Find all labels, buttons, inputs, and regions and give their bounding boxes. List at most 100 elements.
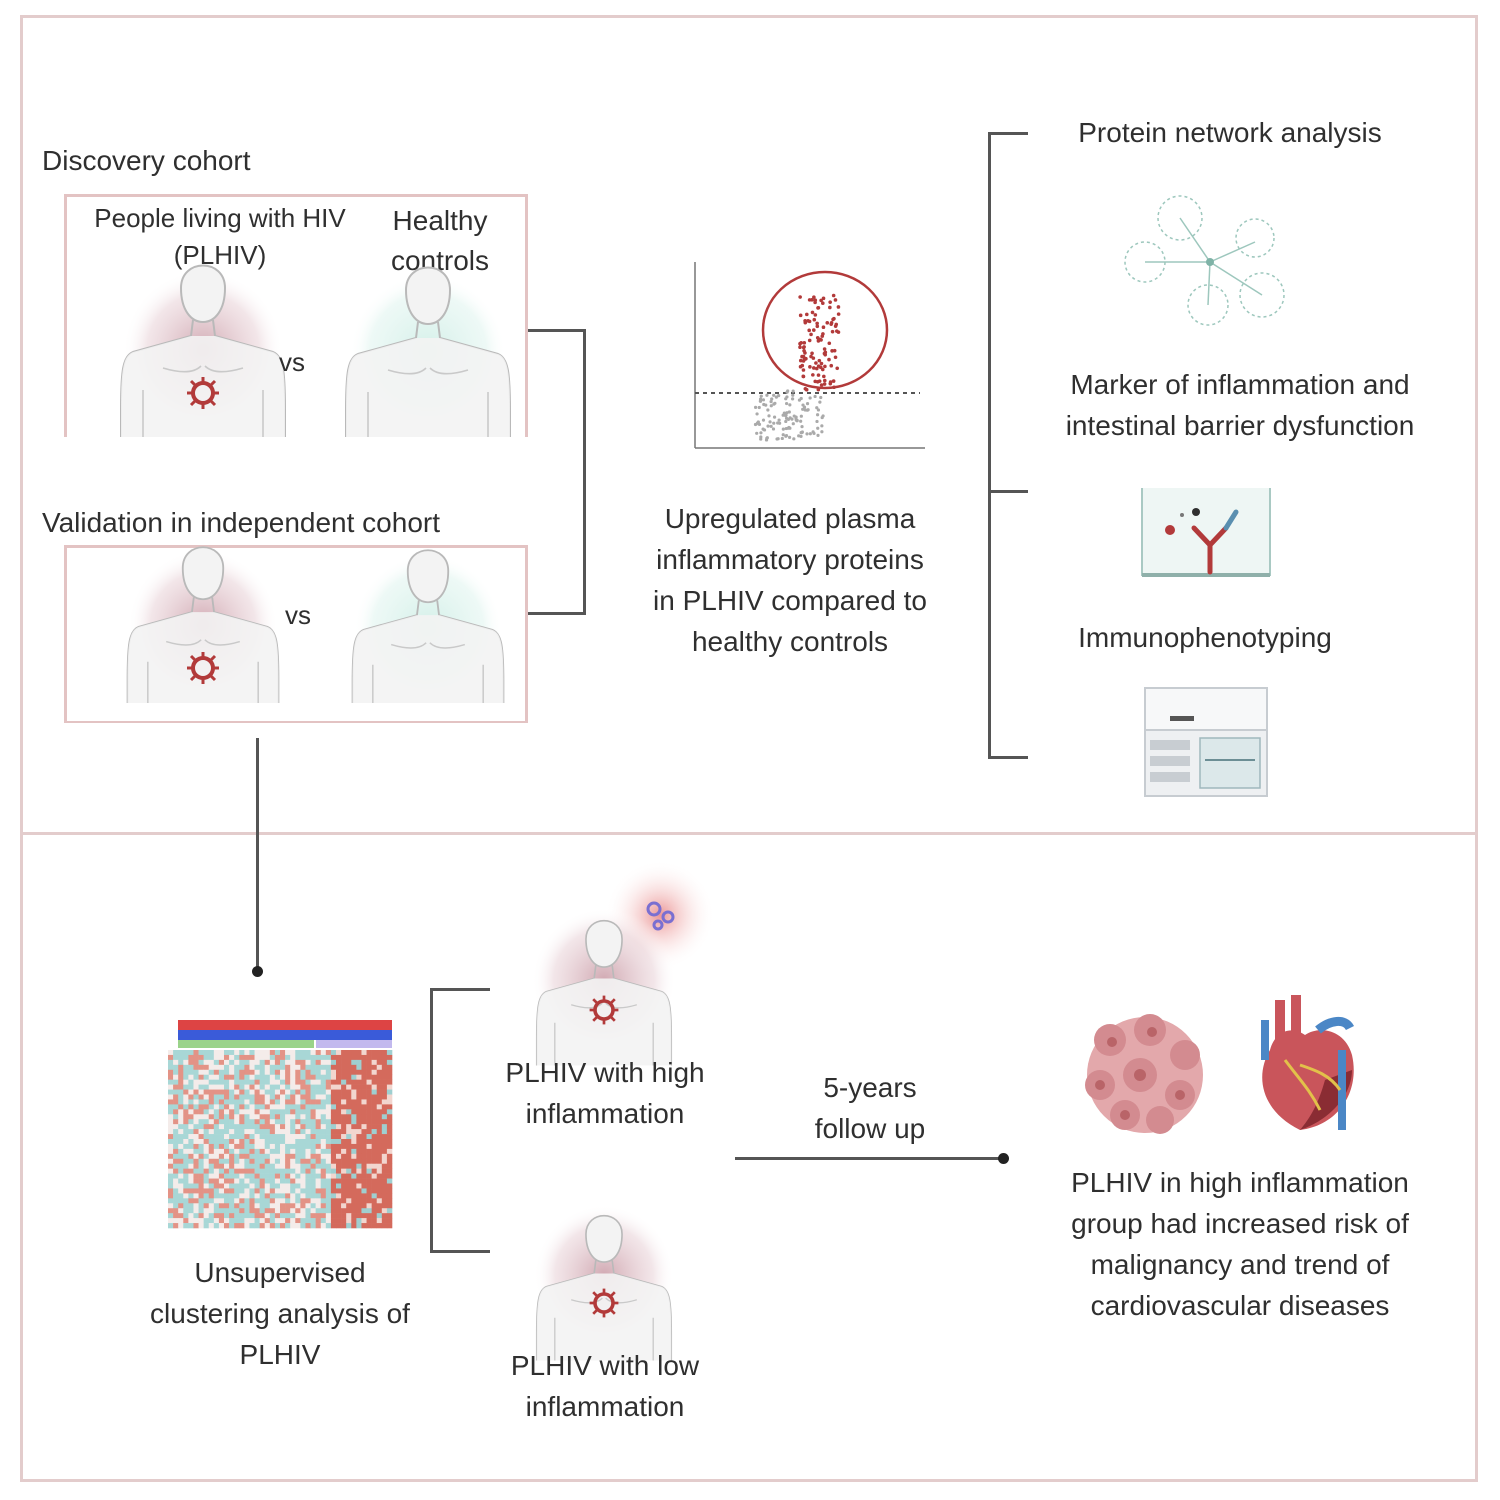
heatmap-cell [193,1223,199,1229]
heatmap-cell [341,1218,347,1224]
volcano-caption-line2: inflammatory proteins [656,544,924,575]
heatmap-cell [208,1223,215,1229]
heatmap-cell [168,1178,174,1184]
heatmap-cell [325,1084,332,1090]
heatmap-cell [351,1050,357,1056]
heatmap-cell [173,1114,179,1120]
heatmap-cell [198,1168,204,1174]
heatmap-cell [371,1188,378,1194]
heatmap-cell [376,1173,383,1179]
heatmap-cell [356,1109,362,1115]
heatmap-cell [213,1079,220,1085]
heatmap-cell [330,1188,337,1194]
heatmap-cell [213,1158,220,1165]
heatmap-cell [254,1203,260,1209]
heatmap-cell [249,1094,255,1100]
heatmap-cell [259,1059,266,1066]
heatmap-cell [188,1059,194,1066]
heatmap-cell [356,1129,362,1135]
volcano-point-up [836,312,841,316]
heatmap-cell [198,1094,204,1100]
volcano-point [801,407,805,411]
heatmap-cell [371,1069,378,1076]
heatmap-cell [325,1158,332,1165]
heatmap-cell [213,1198,220,1204]
heatmap-cell [178,1134,184,1140]
heatmap-cell [188,1084,194,1090]
heatmap-cell [249,1173,255,1179]
volcano-point-up [813,379,818,384]
heatmap-cell [178,1089,184,1095]
heatmap-cell [213,1178,220,1184]
heatmap-cell [168,1213,174,1219]
heatmap-cell [330,1198,337,1204]
heatmap-cell [249,1139,255,1145]
heatmap-cell [264,1089,271,1095]
heatmap-cell [239,1143,245,1150]
volcano-point-up [799,340,803,345]
heatmap-cell [320,1178,327,1184]
heatmap-cell [376,1178,383,1184]
volcano-point-up [823,350,828,355]
heatmap-cell [305,1054,311,1061]
heatmap-cell [346,1218,352,1224]
heatmap-cell [213,1183,220,1189]
heatmap-cell [376,1188,383,1194]
heatmap-cell [381,1148,388,1155]
heatmap-cell [280,1163,286,1169]
heatmap-cell [244,1213,250,1219]
heatmap-cell [341,1084,347,1090]
heatmap-cell [315,1064,322,1071]
heatmap-cell [259,1114,266,1120]
heatmap-cell [239,1208,245,1214]
heatmap-cell [269,1104,276,1110]
heatmap-cell [310,1084,316,1090]
heatmap-cell [376,1109,383,1115]
heatmap-cell [264,1119,271,1125]
heatmap-cell [371,1109,378,1115]
heatmap-cell [234,1143,240,1150]
volcano-point [772,421,776,425]
heatmap-cell [386,1143,393,1150]
heatmap-cell [325,1208,332,1214]
heatmap-cell [173,1074,179,1080]
heatmap-cell [280,1188,286,1194]
heatmap-cell [193,1054,199,1061]
heatmap-cell [381,1183,388,1189]
heatmap-cell [229,1074,235,1080]
heatmap-cell [188,1064,194,1071]
heatmap-cell [203,1173,210,1179]
heatmap-cell [264,1178,271,1184]
heatmap-cell [188,1094,194,1100]
heatmap-cell [315,1094,322,1100]
heatmap-cell [188,1134,194,1140]
heatmap-cell [168,1094,174,1100]
heatmap-cell [244,1064,250,1071]
heatmap-cell [356,1173,362,1179]
heatmap-cell [239,1079,245,1085]
heatmap-cell [371,1084,378,1090]
heatmap-cell [366,1089,372,1095]
heatmap-cell [168,1143,174,1150]
heatmap-cell [290,1213,296,1219]
heatmap-cell [229,1208,235,1214]
heatmap-cell [173,1134,179,1140]
heatmap-cell [371,1094,378,1100]
heatmap-cell [269,1148,276,1155]
heatmap-cell [264,1084,271,1090]
heatmap-cell [285,1064,291,1071]
heatmap-cell [351,1054,357,1061]
heatmap-cell [376,1129,383,1135]
heatmap-cell [269,1109,276,1115]
outcome-line2: group had increased risk of [1071,1208,1409,1239]
heatmap-cell [305,1183,311,1189]
heatmap-cell [280,1143,286,1150]
heatmap-cell [381,1119,388,1125]
heatmap-cell [356,1094,362,1100]
heatmap-cell [305,1079,311,1085]
heatmap-cell [193,1153,199,1160]
heatmap-cell [366,1163,372,1169]
heatmap-cell [361,1193,367,1199]
heatmap-cell [188,1218,194,1224]
